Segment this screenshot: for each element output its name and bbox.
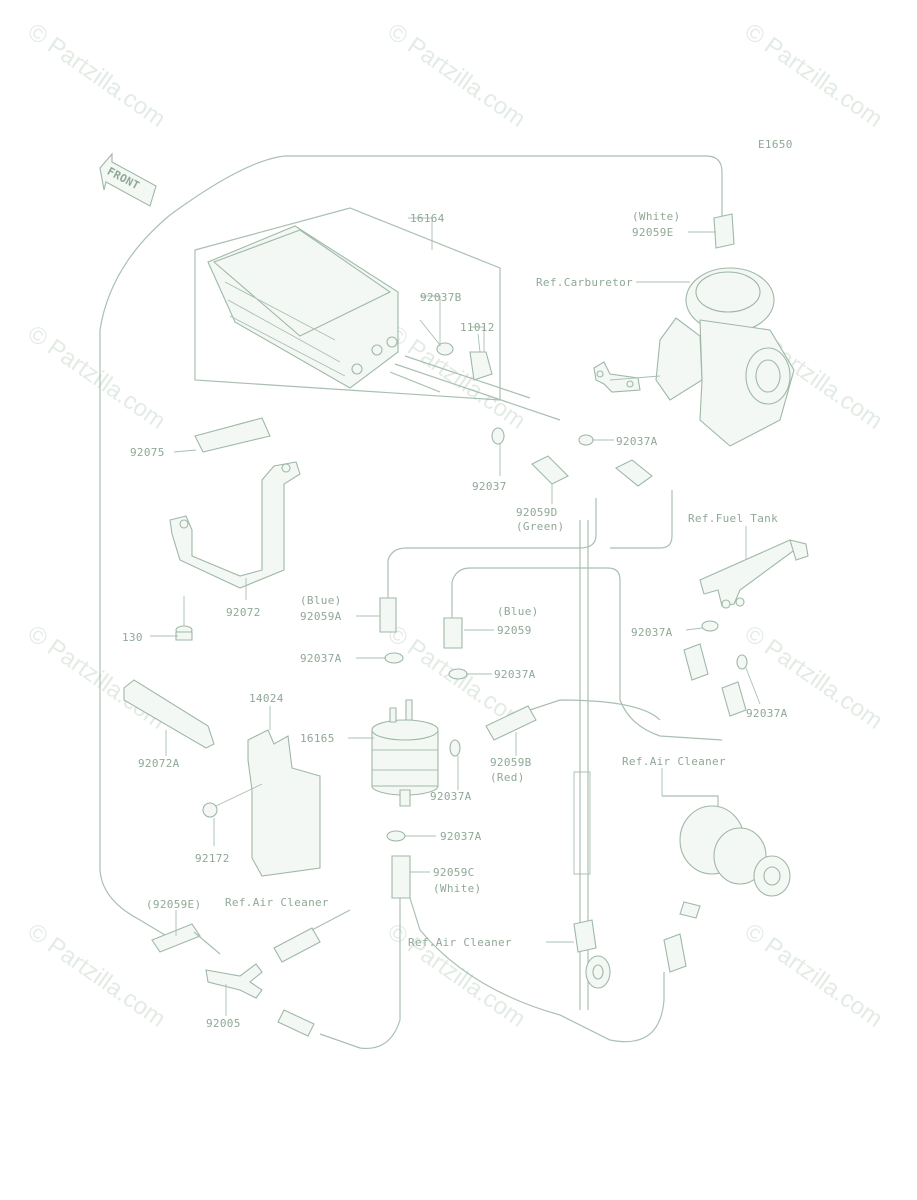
bolt-130 bbox=[175, 596, 193, 641]
label-ref-fuel-tank: Ref.Fuel Tank bbox=[688, 512, 778, 525]
label-92059: 92059 bbox=[497, 624, 532, 637]
hose-92059e-lower bbox=[151, 923, 201, 953]
label-92037a: 92037A bbox=[300, 652, 342, 665]
label-92059d: 92059D bbox=[516, 506, 558, 519]
air-cleaner-fitting bbox=[573, 919, 611, 989]
label-92037a: 92037A bbox=[616, 435, 658, 448]
diagram-code: E1650 bbox=[758, 138, 793, 151]
hose-92059c bbox=[391, 855, 411, 899]
hose-92059b bbox=[485, 705, 537, 741]
clamp-92037a bbox=[578, 434, 594, 446]
clamp-92037 bbox=[491, 427, 505, 445]
label-92059c: 92059C bbox=[433, 866, 475, 879]
fuel-tank-fitting bbox=[699, 539, 809, 609]
clamp-92037a bbox=[701, 620, 719, 632]
label-ref-carburetor: Ref.Carburetor bbox=[536, 276, 633, 289]
hose-92059d bbox=[531, 455, 569, 485]
canister-16164 bbox=[207, 225, 399, 389]
label-green: (Green) bbox=[516, 520, 565, 533]
clamp-92037a bbox=[736, 654, 748, 670]
clamp-92037b bbox=[436, 342, 454, 356]
label-92075: 92075 bbox=[130, 446, 165, 459]
label-92072a: 92072A bbox=[138, 757, 180, 770]
clamp-92037a bbox=[448, 668, 468, 680]
hose-92059a bbox=[379, 597, 397, 633]
filter-16165 bbox=[371, 699, 439, 807]
front-arrow-icon bbox=[99, 152, 157, 207]
label-red: (Red) bbox=[490, 771, 525, 784]
label-16164: 16164 bbox=[410, 212, 445, 225]
label-ref-air-cleaner: Ref.Air Cleaner bbox=[408, 936, 512, 949]
label-white-c: (White) bbox=[433, 882, 482, 895]
label-white-e: (White) bbox=[632, 210, 681, 223]
label-92037a: 92037A bbox=[494, 668, 536, 681]
label-92059e: 92059E bbox=[632, 226, 674, 239]
hose-92059e bbox=[713, 213, 735, 249]
screw-92172 bbox=[202, 783, 263, 818]
label-92037b: 92037B bbox=[420, 291, 462, 304]
label-130: 130 bbox=[122, 631, 143, 644]
label-16165: 16165 bbox=[300, 732, 335, 745]
label-92059b: 92059B bbox=[490, 756, 532, 769]
label-ref-air-cleaner: Ref.Air Cleaner bbox=[622, 755, 726, 768]
label-11012: 11012 bbox=[460, 321, 495, 334]
label-14024: 14024 bbox=[249, 692, 284, 705]
air-cleaner-assembly bbox=[662, 795, 791, 919]
label-92037a: 92037A bbox=[631, 626, 673, 639]
bracket-92072 bbox=[169, 461, 301, 589]
clamp-92037a bbox=[386, 830, 406, 842]
clamp-92037a bbox=[449, 739, 461, 757]
carburetor bbox=[593, 267, 795, 447]
label-92072: 92072 bbox=[226, 606, 261, 619]
label-92059a: 92059A bbox=[300, 610, 342, 623]
label-92172: 92172 bbox=[195, 852, 230, 865]
strap-92072a bbox=[123, 679, 215, 749]
label-92005: 92005 bbox=[206, 1017, 241, 1030]
label-92037a: 92037A bbox=[440, 830, 482, 843]
pad-92075 bbox=[194, 417, 271, 453]
hose-92059 bbox=[443, 617, 463, 649]
canister-box bbox=[194, 207, 501, 401]
label-92037a: 92037A bbox=[746, 707, 788, 720]
tube-11012 bbox=[469, 351, 493, 381]
cover-14024 bbox=[247, 729, 321, 877]
label-blue-b: (Blue) bbox=[497, 605, 539, 618]
label-ref-air-cleaner: Ref.Air Cleaner bbox=[225, 896, 329, 909]
label-92059e-paren: (92059E) bbox=[146, 898, 202, 911]
label-92037: 92037 bbox=[472, 480, 507, 493]
clamp-92037a bbox=[384, 652, 404, 664]
label-92037a: 92037A bbox=[430, 790, 472, 803]
label-blue-a: (Blue) bbox=[300, 594, 342, 607]
outer-hose bbox=[99, 155, 723, 936]
tee-92005 bbox=[205, 963, 263, 999]
